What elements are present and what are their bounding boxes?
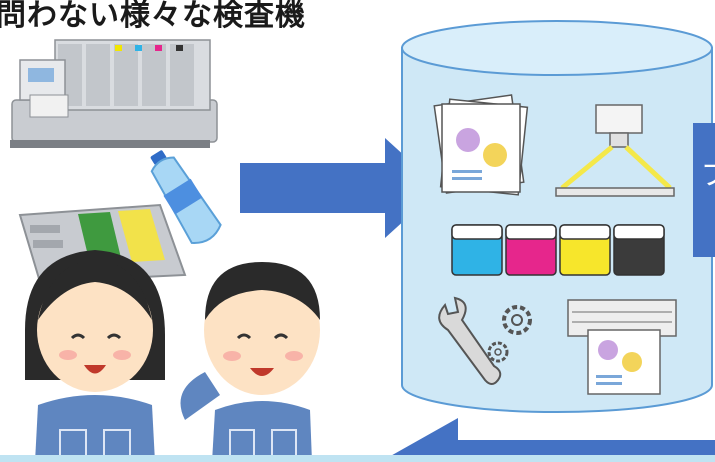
database-cylinder <box>401 20 713 413</box>
camera-inspection-icon <box>555 104 675 197</box>
bottom-bar <box>0 455 715 462</box>
female-worker-icon <box>25 250 165 462</box>
water-bottle-icon <box>150 150 222 244</box>
return-arrow-icon <box>380 418 715 462</box>
male-worker-icon <box>180 262 320 462</box>
maintenance-tools-icon <box>438 296 532 385</box>
printer-machine-icon <box>10 39 218 148</box>
printed-sheets-icon <box>433 94 529 196</box>
side-label-box: ブ <box>693 123 715 257</box>
ink-cans-icon <box>451 224 665 276</box>
printed-sample-icon <box>567 299 677 395</box>
page-title: 問わない様々な検査機 <box>0 0 306 33</box>
right-arrow-icon <box>240 138 440 238</box>
